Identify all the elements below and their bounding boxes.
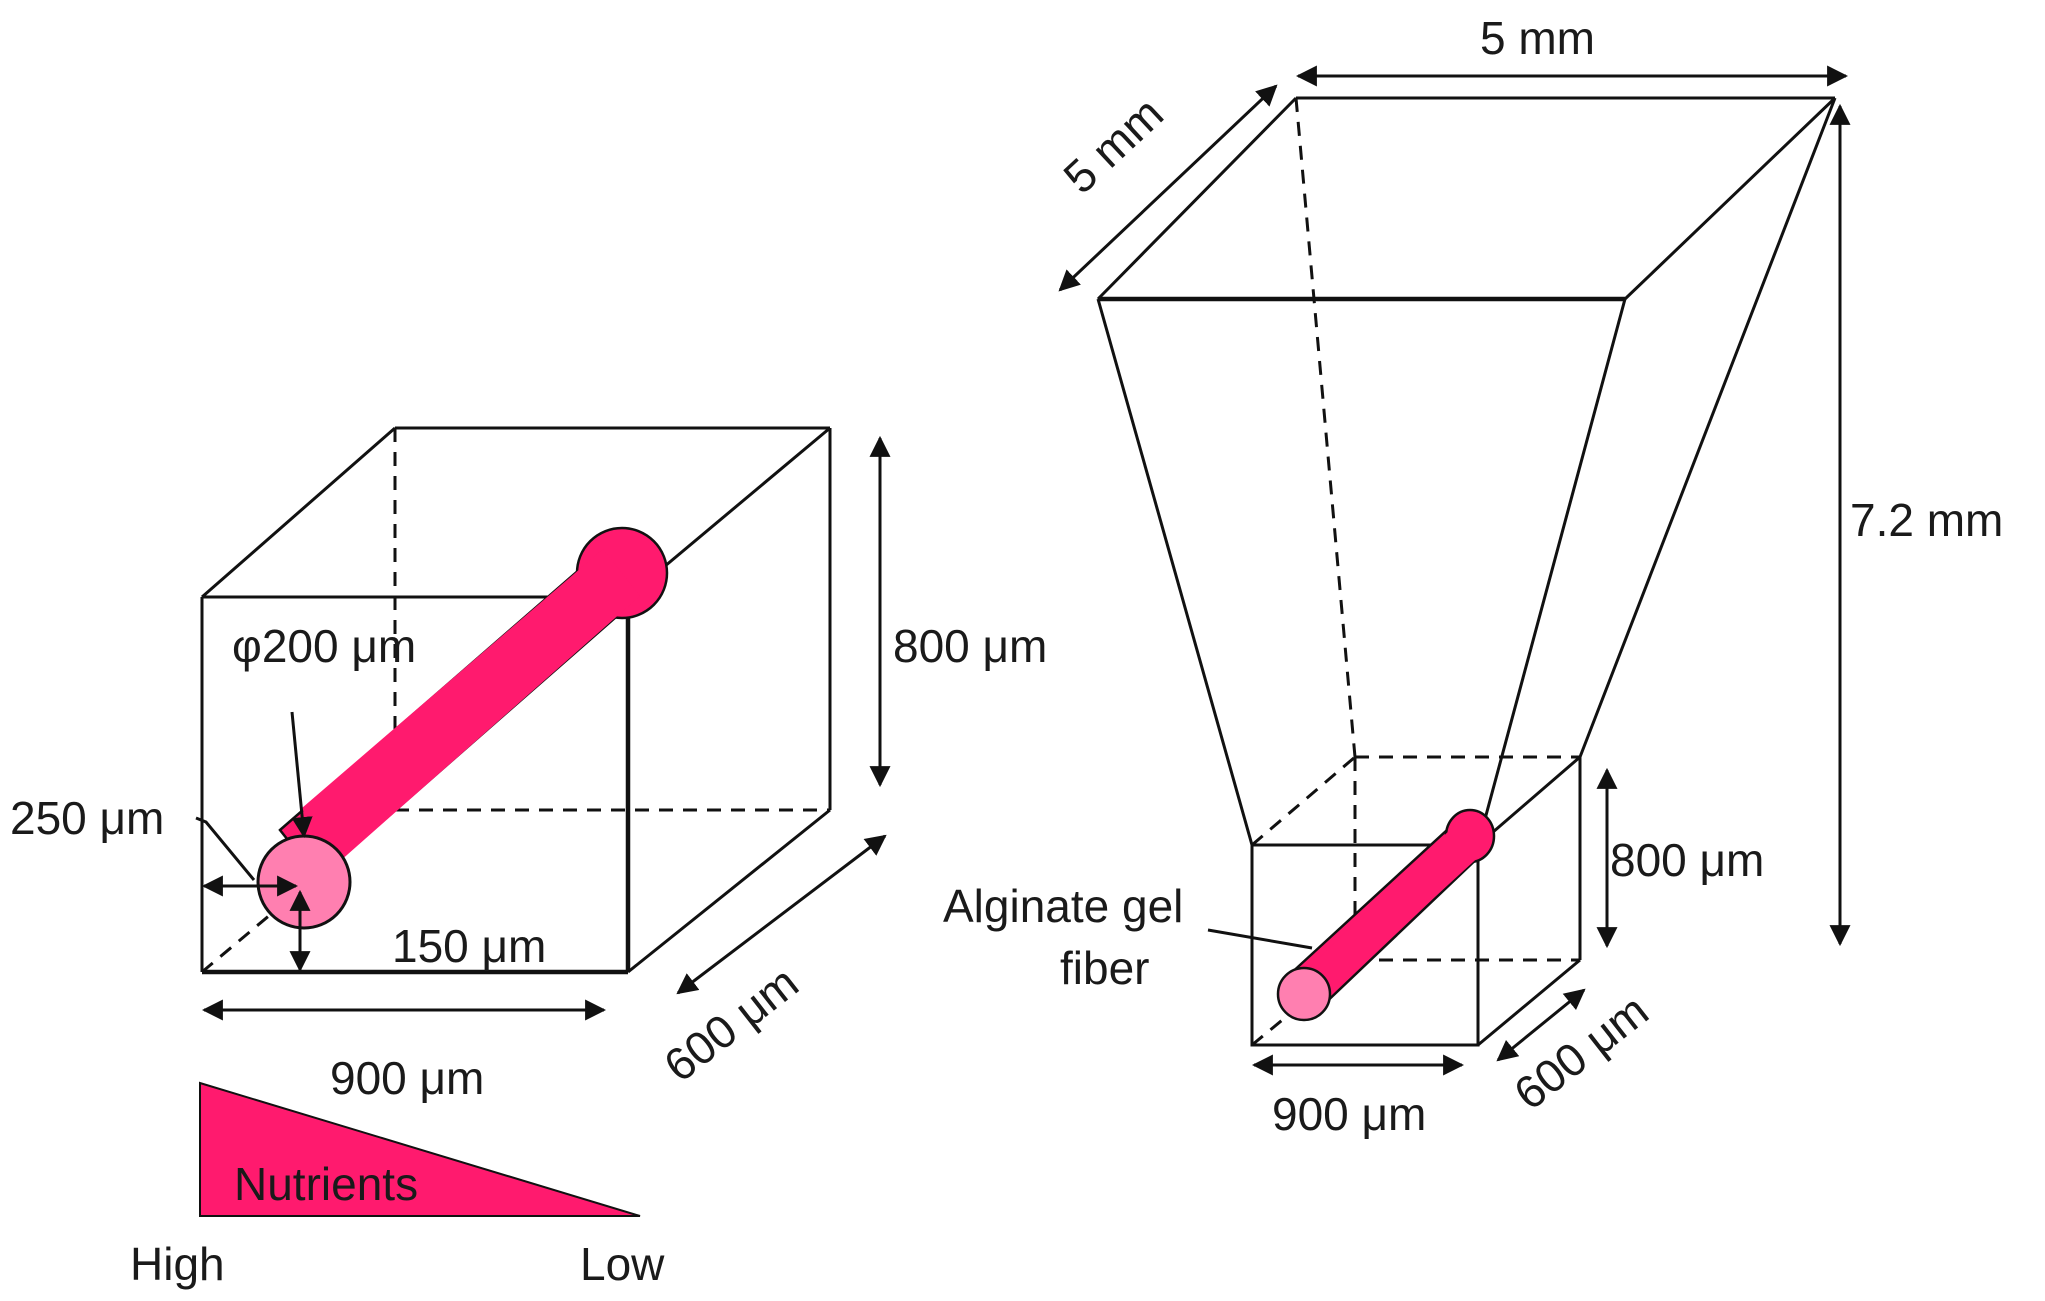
funnel-top-depth-arrow <box>1058 84 1278 292</box>
left-top-left-depth-edge <box>201 426 396 599</box>
funnel-top-width-label: 5 mm <box>1480 12 1595 64</box>
chamber-height-label: 800 μm <box>1610 834 1764 886</box>
small-top-right-depth <box>1477 755 1581 847</box>
bottom-offset-label: 150 μm <box>392 920 546 972</box>
nutrient-gradient-triangle <box>199 1081 641 1217</box>
fiber-label-line2: fiber <box>1060 942 1149 994</box>
left-depth-label: 600 μm <box>654 956 808 1092</box>
gradient-high-label: High <box>130 1238 225 1290</box>
funnel-dimensions <box>1058 65 1851 1076</box>
left-depth-arrow <box>676 834 887 995</box>
funnel-hidden-side <box>1294 97 1357 758</box>
funnel-height-label: 7.2 mm <box>1850 494 2003 546</box>
fiber-label-leader <box>1207 928 1313 950</box>
gradient-low-label: Low <box>580 1238 665 1290</box>
right-alginate-fiber <box>1276 808 1496 1022</box>
right-fiber-near-end <box>1276 966 1332 1022</box>
diameter-pointer <box>290 711 313 839</box>
small-hidden-top-left-depth <box>1251 755 1356 847</box>
left-offset-leader <box>195 816 256 881</box>
funnel-labels: 5 mm 5 mm 7.2 mm 800 μm 900 μm 600 μm Al… <box>943 12 2003 1140</box>
funnel-back-right-side <box>1578 97 1837 758</box>
chamber-depth-arrow <box>1496 988 1586 1062</box>
left-alginate-fiber <box>256 526 669 930</box>
left-chamber <box>200 426 832 975</box>
left-bottom-right-depth-edge <box>627 808 831 974</box>
left-offset-label: 250 μm <box>10 792 164 844</box>
left-dimensions <box>195 435 891 1021</box>
fiber-diameter-label: φ200 μm <box>232 620 416 672</box>
funnel-front-right-side <box>1476 298 1627 846</box>
funnel-top-depth-label: 5 mm <box>1053 87 1173 203</box>
funnel <box>1096 96 1837 846</box>
nutrient-label: Nutrients <box>234 1158 418 1210</box>
left-fiber-near-end <box>256 834 352 930</box>
small-front-face <box>1250 843 1480 1047</box>
funnel-top-right-edge <box>1623 96 1837 301</box>
funnel-left-side <box>1096 298 1254 846</box>
left-height-label: 800 μm <box>893 620 1047 672</box>
left-width-label: 900 μm <box>330 1052 484 1104</box>
nutrient-gradient: Nutrients High Low <box>130 1081 665 1290</box>
chamber-width-label: 900 μm <box>1272 1088 1426 1140</box>
fiber-label-line1: Alginate gel <box>943 880 1183 932</box>
